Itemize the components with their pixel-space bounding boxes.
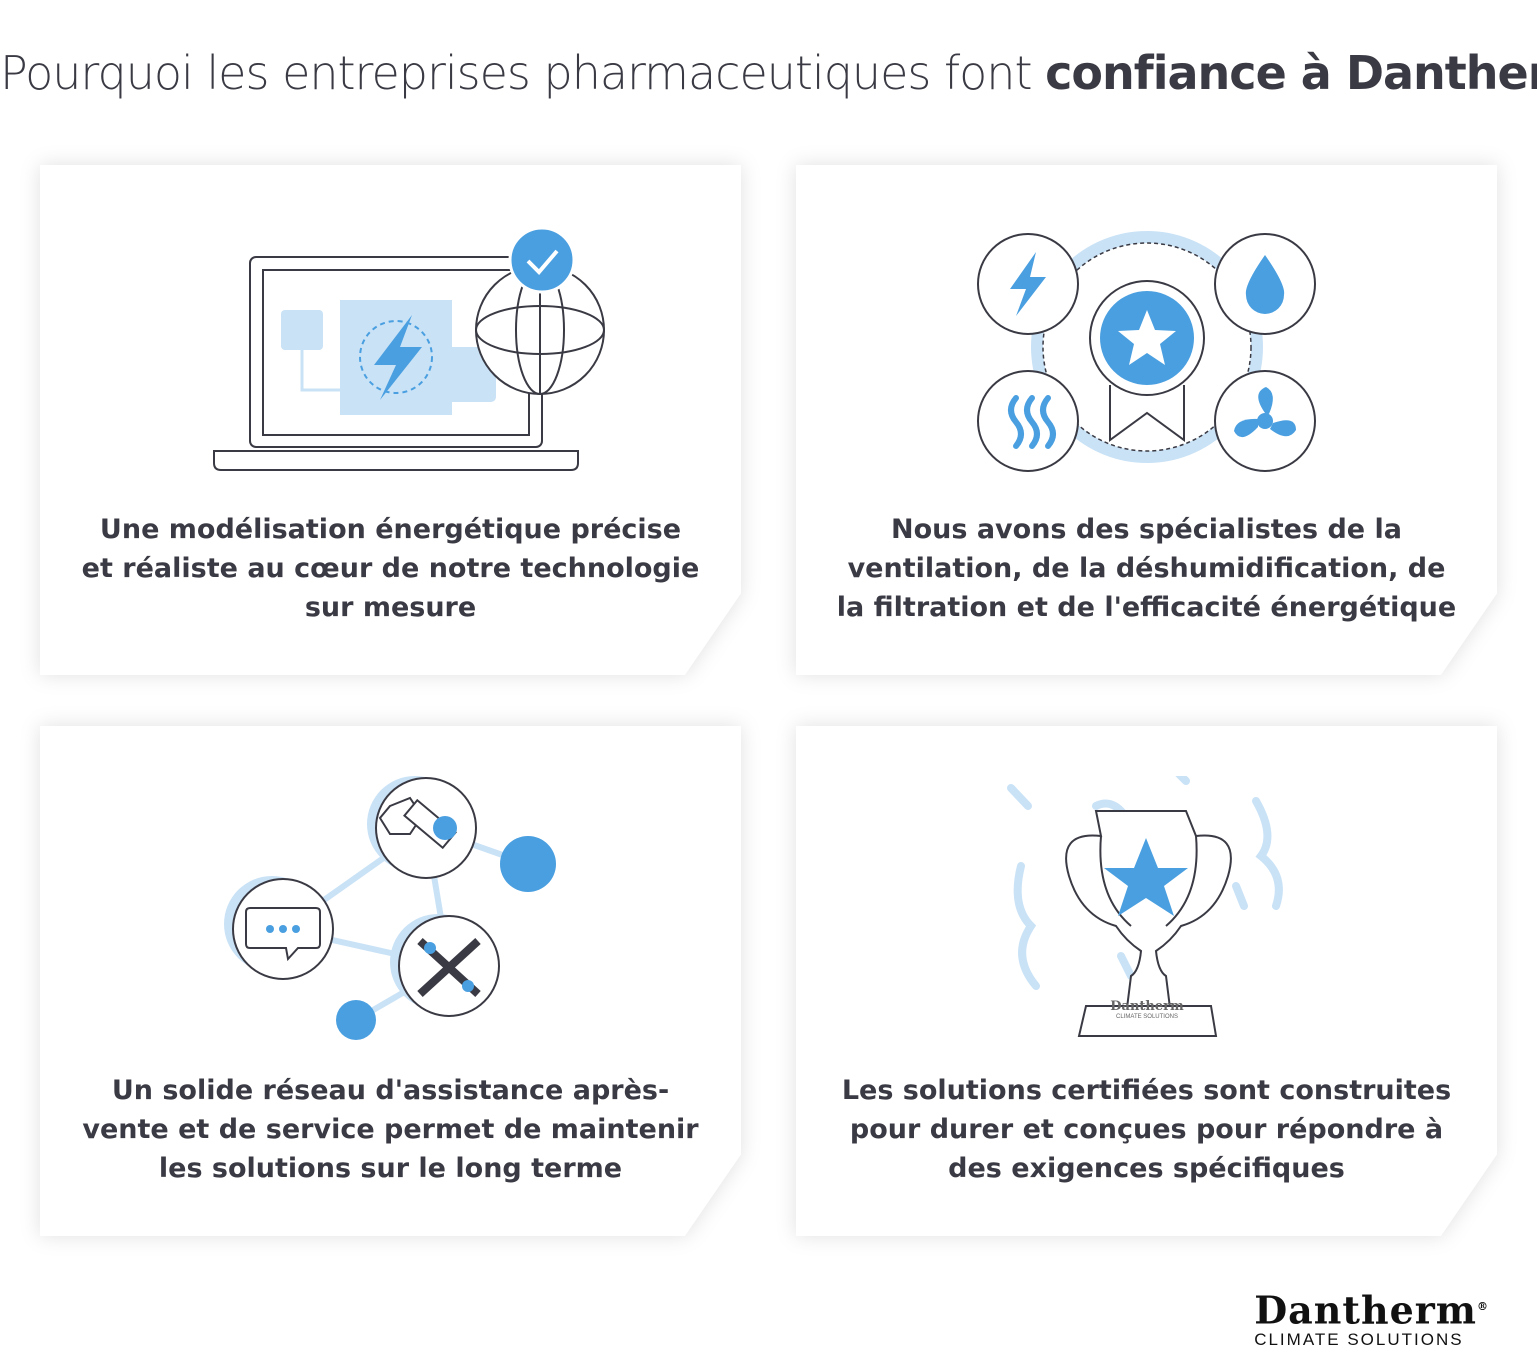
- logo-subtitle: CLIMATE SOLUTIONS: [1254, 1329, 1464, 1349]
- dantherm-logo: Dantherm® CLIMATE SOLUTIONS: [1254, 1288, 1489, 1350]
- card-text: Un solide réseau d'assistance après-vent…: [82, 1075, 699, 1184]
- specialists-badge-icon: [977, 231, 1316, 472]
- confetti-icon: [1007, 776, 1283, 990]
- card-service-network-wrap: Un solide réseau d'assistance après-vent…: [40, 726, 741, 1236]
- service-network-icon: [224, 776, 556, 1040]
- card-energy-modeling-wrap: Une modélisation énergétique précise et …: [40, 165, 741, 675]
- page-title: Pourquoi les entreprises pharmaceutiques…: [0, 46, 1537, 100]
- heat-waves-icon: [1008, 395, 1056, 449]
- card-text: Nous avons des spécialistes de la ventil…: [836, 514, 1457, 623]
- bolt-nut-icon: [378, 796, 457, 850]
- trophy-brand-sub: CLIMATE SOLUTIONS: [1116, 1014, 1178, 1020]
- wrench-screwdriver-icon: [417, 938, 481, 997]
- trophy-icon: Dantherm CLIMATE SOLUTIONS: [1007, 776, 1283, 1037]
- card-certified-solutions-wrap: Dantherm CLIMATE SOLUTIONS Les solutions…: [796, 726, 1497, 1236]
- logo-name: Dantherm®: [1254, 1288, 1489, 1330]
- card-specialists-wrap: Nous avons des spécialistes de la ventil…: [796, 165, 1497, 675]
- card-service-network: Un solide réseau d'assistance après-vent…: [40, 726, 741, 1236]
- logo-name-text: Dantherm: [1254, 1287, 1477, 1333]
- registered-mark: ®: [1477, 1300, 1489, 1313]
- card-specialists: Nous avons des spécialistes de la ventil…: [796, 165, 1497, 675]
- chat-bubble-icon: [245, 907, 321, 962]
- laptop-chip-globe-icon: [213, 226, 605, 471]
- card-text: Les solutions certifiées sont construite…: [841, 1075, 1452, 1184]
- title-regular: Pourquoi les entreprises pharmaceutiques…: [0, 46, 1046, 100]
- card-text: Une modélisation énergétique précise et …: [81, 514, 700, 623]
- card-certified-solutions: Dantherm CLIMATE SOLUTIONS Les solutions…: [796, 726, 1497, 1236]
- water-drop-icon: [1245, 255, 1285, 314]
- fan-icon: [1234, 387, 1296, 438]
- card-energy-modeling: Une modélisation énergétique précise et …: [40, 165, 741, 675]
- title-bold: confiance à Dantherm: [1045, 46, 1537, 100]
- trophy-brand-name: Dantherm: [1110, 999, 1184, 1014]
- lightning-icon: [1010, 252, 1046, 316]
